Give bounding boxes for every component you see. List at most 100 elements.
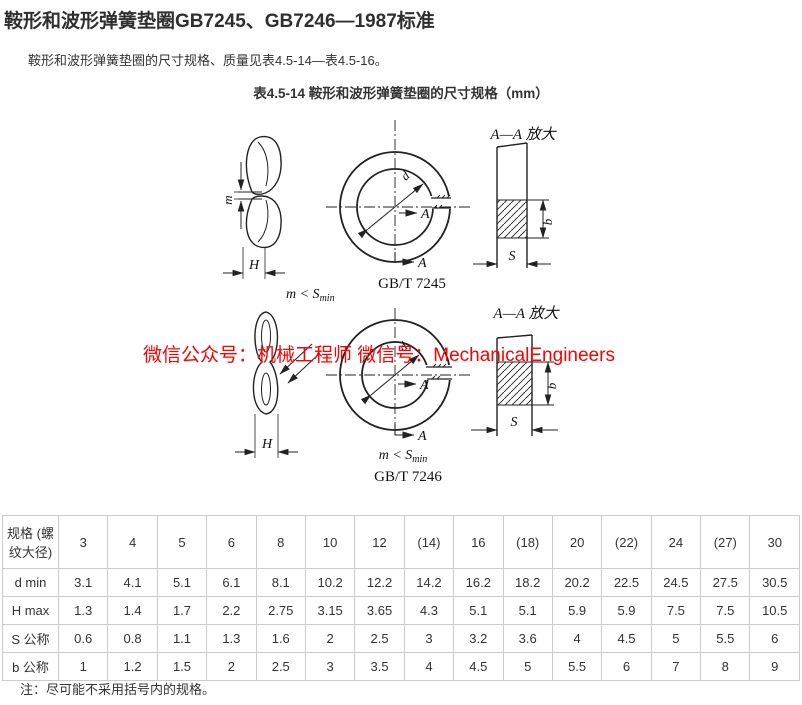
cell-value: 5.1 — [453, 596, 504, 625]
fig1-standard-label: GB/T 7245 — [378, 276, 446, 292]
cell-value: 1.6 — [255, 624, 306, 653]
cell-value: 6 — [601, 652, 652, 681]
fig1-section-a-label: A — [420, 207, 430, 222]
fig1-dim-b-label: b — [540, 218, 555, 225]
col-header-size: (14) — [403, 515, 455, 569]
cell-value: 5.9 — [551, 596, 603, 625]
fig1-dim-s-label: S — [509, 249, 516, 264]
col-header-size: 12 — [354, 515, 405, 569]
cell-value: 1.3 — [57, 596, 109, 625]
cell-value: 8 — [700, 652, 751, 681]
col-header-size: 20 — [551, 515, 603, 569]
fig2-dim-s-label: S — [511, 415, 518, 430]
col-header-size: (27) — [700, 515, 751, 569]
col-header-size: 6 — [206, 515, 257, 569]
page-title: 鞍形和波形弹簧垫圈GB7245、GB7246—1987标准 — [4, 11, 435, 32]
cell-value: 27.5 — [700, 568, 751, 597]
cell-value: 2.5 — [255, 652, 306, 681]
washer-drawing-svg: m H m < Smin — [220, 120, 561, 485]
fig2-section-title: A—A 放大 — [492, 305, 560, 322]
cell-value: 3.1 — [57, 568, 109, 597]
col-header-size: 8 — [255, 515, 306, 569]
cell-value: 3 — [304, 652, 356, 681]
cell-value: 2.75 — [255, 596, 306, 625]
cell-value: 3.15 — [304, 596, 356, 625]
fig2-condition-label: m < Smin — [379, 448, 428, 465]
intro-paragraph: 鞍形和波形弹簧垫圈的尺寸规格、质量见表4.5-14—表4.5-16。 — [28, 53, 388, 68]
col-header-size: 30 — [749, 515, 800, 569]
cell-value: 6.1 — [206, 568, 257, 597]
cell-value: 5.1 — [502, 596, 553, 625]
cell-value: 3.2 — [453, 624, 504, 653]
cell-value: 10.5 — [749, 596, 800, 625]
cell-value: 16.2 — [453, 568, 504, 597]
cell-value: 4.5 — [453, 652, 504, 681]
cell-value: 2.5 — [354, 624, 405, 653]
cell-value: 7.5 — [700, 596, 751, 625]
col-header-size: 16 — [453, 515, 504, 569]
cell-value: 7.5 — [650, 596, 702, 625]
fig2-dim-d-label: d — [396, 339, 411, 355]
cell-value: 1.3 — [206, 624, 257, 653]
cell-value: 3.6 — [502, 624, 553, 653]
cell-value: 9 — [749, 652, 800, 681]
cell-value: 2.2 — [206, 596, 257, 625]
cell-value: 5 — [502, 652, 553, 681]
cell-value: 3 — [403, 624, 455, 653]
row-label: H max — [2, 596, 59, 625]
fig2-dim-b-label: b — [544, 382, 559, 389]
cell-value: 4.5 — [601, 624, 652, 653]
fig1-saddle-side-view — [223, 135, 285, 279]
col-header-size: (22) — [601, 515, 652, 569]
cell-value: 1.7 — [156, 596, 208, 625]
fig1-section-view — [473, 142, 551, 268]
cell-value: 1.4 — [107, 596, 158, 625]
fig2-wave-side-view — [235, 311, 321, 458]
cell-value: 20.2 — [551, 568, 603, 597]
cell-value: 30.5 — [749, 568, 800, 597]
cell-value: 18.2 — [502, 568, 553, 597]
cell-value: 5.9 — [601, 596, 652, 625]
row-label: S 公称 — [2, 624, 59, 653]
row-label: d min — [2, 568, 59, 597]
fig2-section-a-bottom-label: A — [417, 429, 427, 444]
row-label: b 公称 — [2, 652, 59, 681]
cell-value: 5.5 — [551, 652, 603, 681]
cell-value: 4 — [551, 624, 603, 653]
cell-value: 3.65 — [354, 596, 405, 625]
col-header-size: 24 — [650, 515, 702, 569]
cell-value: 5.1 — [156, 568, 208, 597]
cell-value: 0.8 — [107, 624, 158, 653]
cell-value: 8.1 — [255, 568, 306, 597]
fig1-section-title: A—A 放大 — [489, 126, 557, 143]
fig1-section-a-bottom-label: A — [417, 256, 427, 271]
cell-value: 6 — [749, 624, 800, 653]
table-caption: 表4.5-14 鞍形和波形弹簧垫圈的尺寸规格（mm） — [253, 86, 549, 101]
cell-value: 4.3 — [403, 596, 455, 625]
col-header-size: 3 — [57, 515, 109, 569]
cell-value: 2 — [206, 652, 257, 681]
cell-value: 0.6 — [57, 624, 109, 653]
cell-value: 1.5 — [156, 652, 208, 681]
col-header-size: 10 — [304, 515, 356, 569]
cell-value: 14.2 — [403, 568, 455, 597]
cell-value: 22.5 — [601, 568, 652, 597]
col-header-size: (18) — [502, 515, 553, 569]
fig2-top-view — [326, 308, 470, 439]
cell-value: 3.5 — [354, 652, 405, 681]
cell-value: 1.2 — [107, 652, 158, 681]
fig1-condition-label: m < Smin — [286, 287, 335, 304]
cell-value: 2 — [304, 624, 356, 653]
fig1-dim-m-label: m — [220, 195, 235, 204]
cell-value: 4 — [403, 652, 455, 681]
cell-value: 24.5 — [650, 568, 702, 597]
cell-value: 7 — [650, 652, 702, 681]
fig2-section-view — [471, 334, 558, 436]
fig1-dim-h-label: H — [248, 258, 260, 273]
